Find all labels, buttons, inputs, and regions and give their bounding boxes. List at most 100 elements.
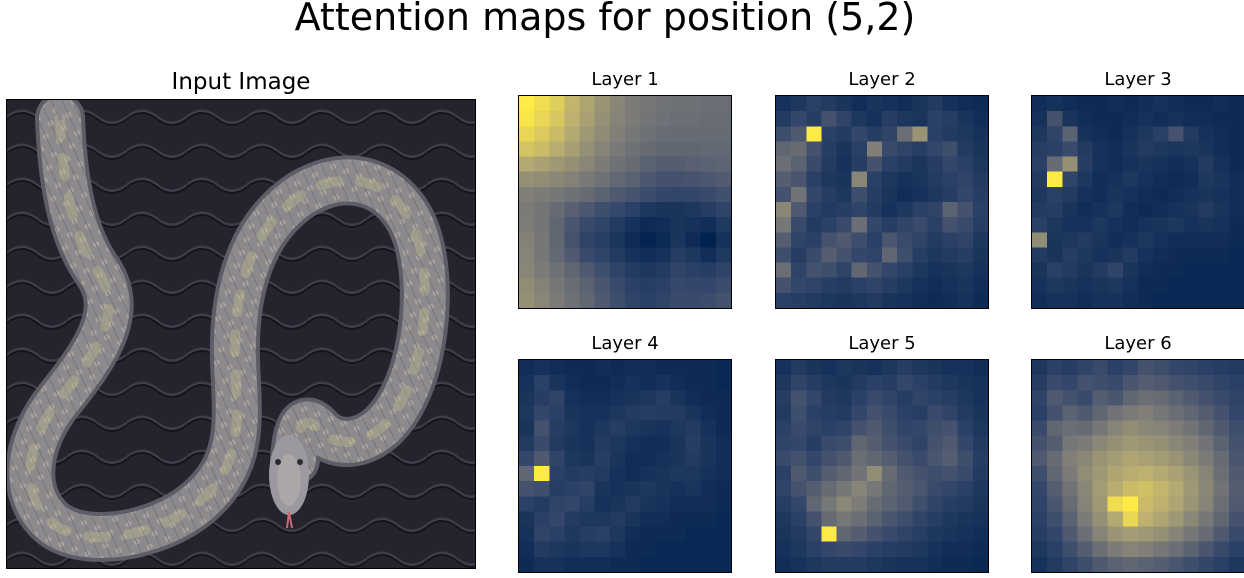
heatmap-cell: [821, 111, 837, 127]
heatmap-cell: [776, 292, 792, 308]
heatmap-cell: [564, 262, 580, 279]
heatmap-cell: [806, 375, 822, 391]
heatmap-cell: [1213, 496, 1230, 512]
heatmap-cell: [549, 435, 565, 452]
heatmap-cell: [1077, 186, 1093, 203]
heatmap-cell: [670, 541, 686, 558]
heatmap-cell: [1228, 511, 1244, 527]
heatmap-cell: [549, 202, 565, 218]
heatmap-cell: [670, 360, 686, 376]
heatmap-cell: [882, 511, 898, 527]
heatmap-cell: [1198, 466, 1215, 482]
heatmap-cell: [1168, 292, 1184, 308]
heatmap-cell: [791, 450, 807, 467]
heatmap-cell: [836, 126, 853, 142]
heatmap-cell: [1198, 435, 1215, 452]
heatmap-cell: [776, 171, 792, 188]
heatmap-cell: [972, 292, 988, 308]
heatmap-cell: [655, 262, 671, 279]
heatmap-cell: [1047, 541, 1063, 558]
heatmap-cell: [866, 232, 883, 248]
heatmap-cell: [625, 217, 641, 233]
heatmap-cell: [1077, 420, 1093, 437]
heatmap-cell: [519, 405, 535, 421]
heatmap-cell: [957, 262, 974, 279]
heatmap-cell: [549, 247, 565, 263]
heatmap-cell: [1153, 141, 1169, 157]
heatmap-cell: [564, 126, 580, 142]
heatmap-cell: [609, 526, 626, 543]
heatmap-cell: [715, 496, 731, 512]
heatmap-cell: [640, 292, 656, 308]
heatmap-cell: [685, 171, 702, 188]
heatmap-cell: [594, 481, 611, 497]
heatmap-cell: [1138, 405, 1154, 421]
heatmap-cell: [1138, 360, 1154, 376]
heatmap-cell: [1047, 496, 1063, 512]
heatmap-cell: [685, 420, 702, 437]
heatmap-cell: [564, 111, 580, 127]
heatmap-cell: [685, 126, 702, 142]
heatmap-cell: [1168, 541, 1184, 558]
heatmap-cell: [851, 466, 868, 482]
heatmap-cell: [685, 262, 702, 279]
heatmap-cell: [957, 450, 974, 467]
heatmap-cell: [519, 435, 535, 452]
heatmap-cell: [942, 390, 959, 406]
heatmap-cell: [791, 390, 807, 406]
heatmap-cell: [640, 496, 656, 512]
heatmap-cell: [564, 247, 580, 263]
heatmap-cell: [776, 375, 792, 391]
heatmap-cell: [1047, 111, 1063, 127]
heatmap-cell: [1032, 156, 1048, 173]
heatmap-cell: [579, 171, 596, 188]
heatmap-cell: [942, 496, 959, 512]
heatmap-cell: [609, 360, 626, 376]
heatmap-cell: [1062, 171, 1078, 188]
heatmap-cell: [519, 202, 535, 218]
heatmap-cell: [791, 262, 807, 279]
heatmap-cell: [851, 556, 868, 572]
heatmap-cell: [1183, 526, 1199, 543]
heatmap-cell: [776, 390, 792, 406]
heatmap-cell: [882, 262, 898, 279]
heatmap-cell: [1092, 511, 1109, 527]
heatmap-cell: [972, 526, 988, 543]
heatmap-cell: [1077, 360, 1093, 376]
heatmap-cell: [1168, 375, 1184, 391]
heatmap-cell: [1183, 111, 1199, 127]
heatmap-cell: [1228, 111, 1244, 127]
heatmap-cell: [609, 450, 626, 467]
heatmap-cell: [866, 466, 883, 482]
heatmap-cell: [791, 141, 807, 157]
heatmap-cell: [1168, 202, 1184, 218]
heatmap-cell: [836, 375, 853, 391]
heatmap-cell: [549, 526, 565, 543]
heatmap-cell: [912, 420, 928, 437]
heatmap-cell: [897, 496, 913, 512]
heatmap-cell: [1107, 141, 1124, 157]
heatmap-cell: [625, 405, 641, 421]
heatmap-cell: [806, 481, 822, 497]
heatmap-cell: [972, 390, 988, 406]
heatmap-cell: [942, 277, 959, 294]
heatmap-cell: [942, 556, 959, 572]
heatmap-cell: [866, 390, 883, 406]
heatmap-cell: [972, 420, 988, 437]
heatmap-cell: [882, 96, 898, 112]
heatmap-cell: [927, 111, 943, 127]
heatmap-cell: [1032, 202, 1048, 218]
heatmap-cell: [655, 232, 671, 248]
heatmap-cell: [685, 526, 702, 543]
heatmap-cell: [549, 375, 565, 391]
heatmap-cell: [1138, 156, 1154, 173]
heatmap-cell: [1198, 96, 1215, 112]
heatmap-cell: [806, 247, 822, 263]
heatmap-cell: [791, 217, 807, 233]
heatmap-cell: [882, 186, 898, 203]
heatmap-cell: [806, 111, 822, 127]
heatmap-cell: [1107, 481, 1124, 497]
heatmap-cell: [866, 217, 883, 233]
layer-5-heatmap: [775, 359, 989, 573]
heatmap-cell: [564, 420, 580, 437]
